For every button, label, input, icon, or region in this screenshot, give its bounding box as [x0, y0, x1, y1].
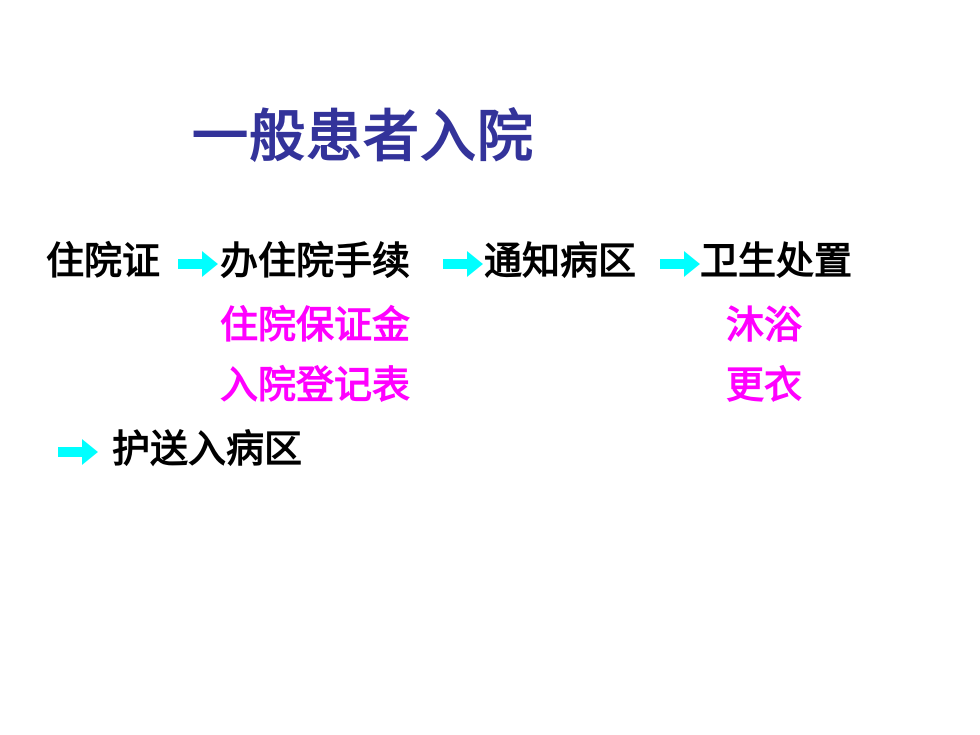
right-arrow-icon [58, 439, 98, 465]
right-arrow-icon [443, 251, 483, 277]
right-arrow-icon [178, 251, 218, 277]
detail-registration-form: 入院登记表 [220, 363, 411, 407]
detail-change-clothes: 更衣 [726, 363, 803, 407]
right-arrow-icon [660, 251, 700, 277]
flow-step-notify-ward: 通知病区 [484, 239, 637, 283]
detail-bathing: 沐浴 [726, 303, 803, 347]
flow-step-admission-procedures: 办住院手续 [220, 239, 411, 283]
final-step-escort-to-ward: 护送入病区 [112, 427, 303, 471]
slide-title: 一般患者入院 [192, 105, 534, 170]
flow-step-hygiene-treatment: 卫生处置 [700, 239, 853, 283]
detail-deposit: 住院保证金 [220, 303, 411, 347]
flow-step-admission-certificate: 住院证 [46, 239, 161, 283]
